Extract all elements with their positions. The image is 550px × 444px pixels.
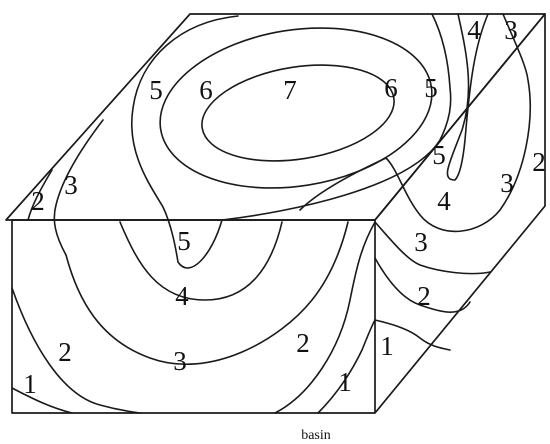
label-top-5-left: 5 — [149, 75, 163, 105]
label-side-2: 2 — [417, 281, 431, 311]
front-face-contours — [11, 221, 376, 414]
label-front-4: 4 — [175, 281, 189, 311]
label-front-1-left: 1 — [23, 369, 37, 399]
top-face-contours — [27, 13, 531, 269]
label-side-3: 3 — [414, 227, 428, 257]
side-face-labels: 3 2 1 — [380, 227, 431, 361]
label-top-4-upper: 4 — [467, 15, 481, 45]
label-top-4-lower: 4 — [437, 186, 451, 216]
contour-5-top — [131, 13, 452, 269]
contour-2-side — [374, 257, 471, 313]
label-top-5-inner: 5 — [432, 140, 446, 170]
label-top-7: 7 — [283, 75, 297, 105]
label-top-3-left: 3 — [64, 170, 78, 200]
contour-2-left — [27, 169, 53, 221]
contour-3-front — [65, 221, 349, 366]
label-top-6-left: 6 — [199, 75, 213, 105]
front-face-labels: 5 4 3 2 2 1 1 — [23, 226, 352, 399]
label-top-3-upper: 3 — [504, 15, 518, 45]
label-front-1-right: 1 — [338, 367, 352, 397]
label-front-5: 5 — [177, 226, 191, 256]
contour-4-front — [119, 221, 283, 301]
label-front-2-right: 2 — [296, 328, 310, 358]
contour-3-top — [299, 13, 531, 233]
contour-3-side — [374, 221, 491, 275]
label-front-3: 3 — [173, 346, 187, 376]
contour-6 — [159, 27, 433, 189]
contour-7 — [201, 64, 395, 162]
label-top-5-right: 5 — [424, 73, 438, 103]
label-front-2-left: 2 — [58, 337, 72, 367]
label-top-6-right: 6 — [384, 73, 398, 103]
label-top-2-right: 2 — [532, 147, 546, 177]
block-outline — [5, 13, 546, 414]
label-top-2-left: 2 — [31, 186, 45, 216]
label-top-3-right: 3 — [500, 168, 514, 198]
side-face-contours — [374, 221, 491, 351]
contour-4-top — [446, 13, 489, 181]
label-side-1: 1 — [380, 331, 394, 361]
side-face-outline — [374, 13, 546, 414]
contour-3-left — [53, 119, 104, 256]
contour-1-front — [11, 319, 376, 414]
contour-1-side — [374, 319, 451, 351]
top-face-labels: 7 6 6 5 5 5 4 4 3 3 3 2 2 — [31, 15, 546, 216]
front-face-outline — [11, 219, 376, 414]
diagram-caption: basin — [301, 428, 331, 443]
contour-2-front — [11, 221, 376, 414]
